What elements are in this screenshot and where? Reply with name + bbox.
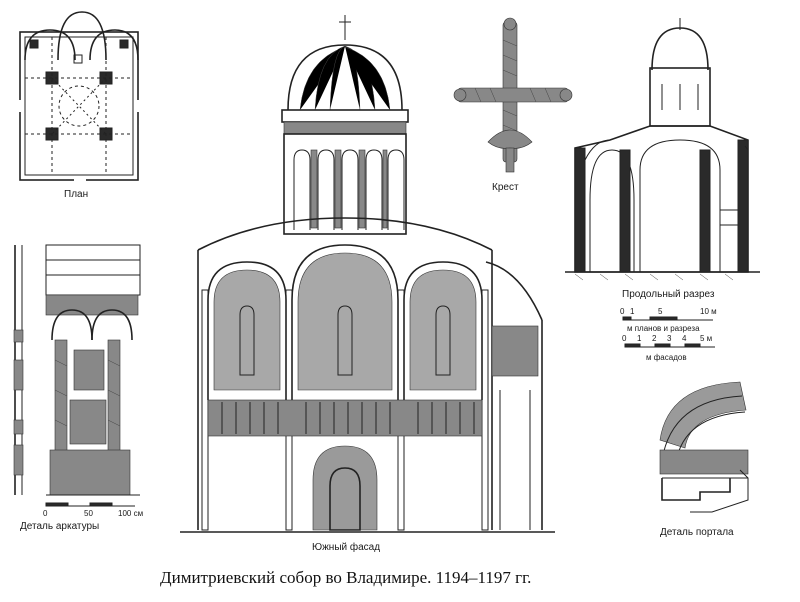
plans-scale-unit: м планов и разреза	[627, 324, 700, 333]
facades-scale-tick: 1	[637, 334, 642, 343]
plans-scale-bar: 0 1 5 10 м м планов и разреза	[620, 307, 717, 333]
facades-scale-tick: 2	[652, 334, 657, 343]
cross-drawing	[453, 17, 573, 173]
arcade-scale-tick: 100 см	[118, 509, 143, 518]
arcade-scale-tick: 50	[84, 509, 93, 518]
plans-scale-tick: 5	[658, 307, 663, 316]
arcade-label: Деталь аркатуры	[20, 521, 99, 532]
sheet-caption: Димитриевский собор во Владимире. 1194–1…	[160, 568, 531, 587]
cross-label: Крест	[492, 182, 519, 193]
plans-scale-tick: 0	[620, 307, 625, 316]
arcade-scale-bar: 0 50 100 см	[43, 502, 143, 518]
portal-detail-drawing	[659, 381, 749, 513]
longitudinal-section-drawing	[565, 18, 760, 281]
plans-scale-tick: 10 м	[700, 307, 717, 316]
facades-scale-tick: 4	[682, 334, 687, 343]
facades-scale-tick: 5 м	[700, 334, 712, 343]
section-label: Продольный разрез	[622, 289, 715, 300]
arcade-detail-drawing	[13, 244, 141, 496]
portal-label: Деталь портала	[660, 527, 734, 538]
arcade-scale-tick: 0	[43, 509, 48, 518]
facades-scale-tick: 0	[622, 334, 627, 343]
facades-scale-unit: м фасадов	[646, 353, 687, 362]
facades-scale-bar: 0 1 2 3 4 5 м м фасадов	[622, 334, 715, 362]
floor-plan-drawing	[17, 11, 141, 182]
south-facade-drawing	[180, 15, 555, 533]
plans-scale-tick: 1	[630, 307, 635, 316]
plan-label: План	[64, 189, 88, 200]
facade-label: Южный фасад	[312, 541, 380, 553]
facades-scale-tick: 3	[667, 334, 672, 343]
